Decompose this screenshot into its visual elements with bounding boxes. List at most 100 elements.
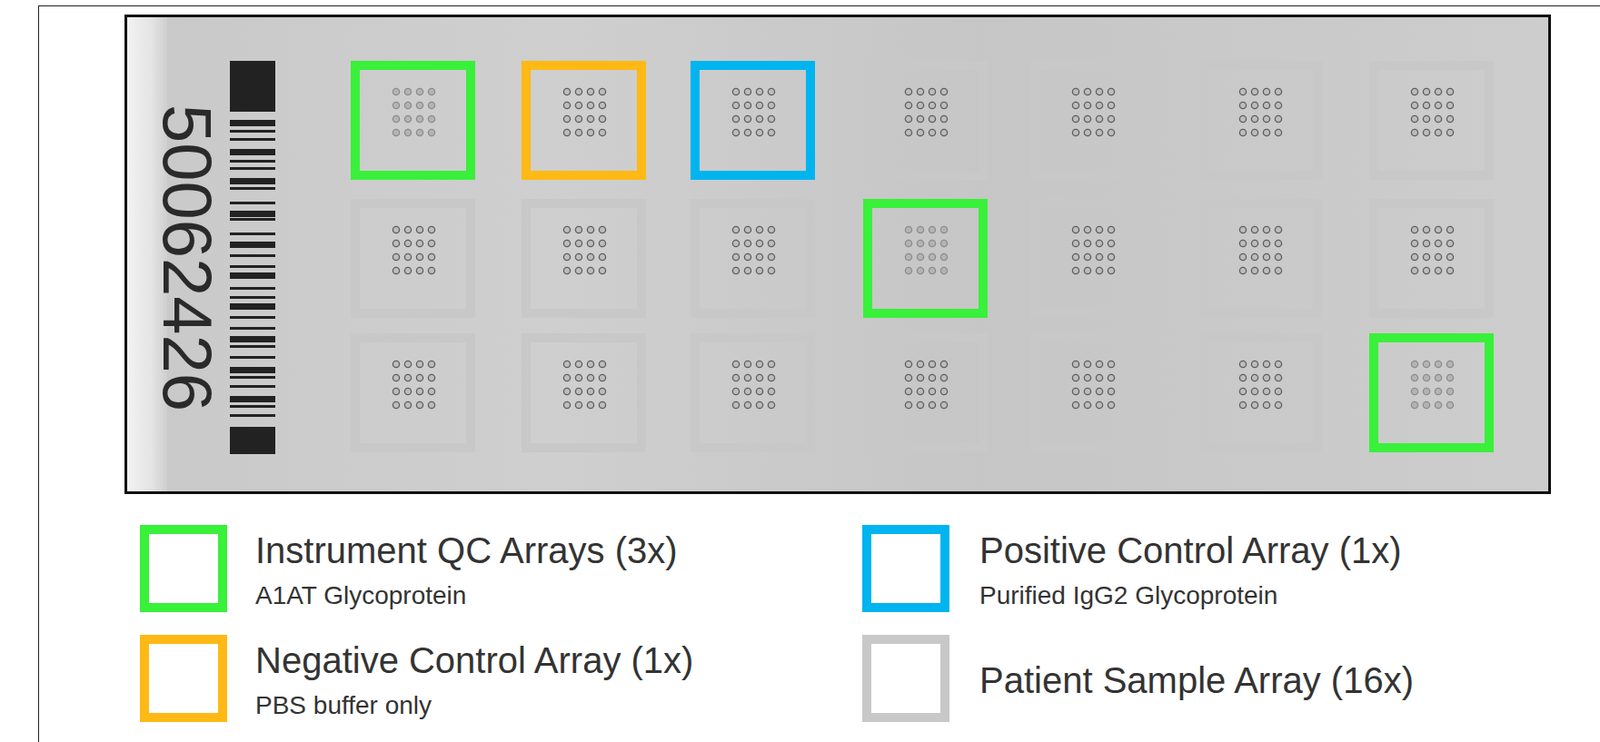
spot — [1107, 226, 1114, 233]
spot — [940, 239, 947, 247]
spot — [1262, 401, 1270, 408]
spot — [575, 374, 582, 381]
array-box — [867, 337, 984, 448]
spot — [416, 401, 423, 408]
spot — [916, 267, 924, 274]
spot — [732, 101, 739, 109]
legend-subtext: A1AT Glycoprotein — [255, 581, 467, 611]
barcode-bar — [229, 254, 276, 258]
spot — [586, 401, 594, 408]
spot — [1251, 253, 1258, 260]
spot — [416, 239, 423, 247]
spot — [904, 401, 912, 408]
spot — [1239, 239, 1246, 247]
spot — [1274, 401, 1282, 408]
spot — [1274, 374, 1282, 381]
spot — [1083, 226, 1091, 233]
spot — [1251, 360, 1258, 368]
spot — [1083, 374, 1091, 381]
spot — [392, 374, 399, 381]
spot — [586, 101, 594, 109]
spot — [755, 253, 763, 260]
spot — [1422, 115, 1430, 122]
spot — [392, 101, 399, 109]
spot — [598, 374, 606, 381]
spot — [598, 115, 606, 122]
array-box — [1373, 203, 1490, 314]
spot — [1251, 387, 1258, 395]
legend-swatch — [862, 635, 950, 723]
spot — [1251, 129, 1258, 136]
spot — [427, 226, 435, 233]
barcode-bar — [229, 376, 276, 379]
spot — [1239, 374, 1246, 381]
barcode-bar — [229, 414, 276, 418]
spot — [1072, 401, 1079, 408]
spot — [404, 115, 411, 122]
spot — [755, 226, 763, 233]
spot — [916, 387, 924, 395]
spot — [1434, 129, 1441, 136]
spot — [940, 226, 947, 233]
spot — [940, 387, 947, 395]
spot — [1274, 101, 1282, 109]
spot — [1107, 101, 1114, 109]
barcode-number-holder: 50062426 — [152, 104, 222, 412]
spot — [1262, 253, 1270, 260]
spot — [1095, 401, 1103, 408]
spot — [1251, 267, 1258, 274]
spot — [1262, 129, 1270, 136]
spot — [1107, 129, 1114, 136]
barcode-bar — [229, 201, 276, 205]
spot — [1072, 253, 1079, 260]
spot — [416, 101, 423, 109]
spot — [563, 115, 570, 122]
spot — [755, 387, 763, 395]
spot — [392, 239, 399, 247]
spot — [732, 253, 739, 260]
spot — [575, 401, 582, 408]
spot — [404, 401, 411, 408]
spot — [732, 129, 739, 136]
spot — [404, 360, 411, 368]
spot — [1107, 387, 1114, 395]
spot — [416, 129, 423, 136]
spot — [1239, 253, 1246, 260]
spot — [1434, 267, 1441, 274]
spot — [1083, 88, 1091, 95]
spot — [1072, 88, 1079, 95]
spot — [1434, 239, 1441, 247]
spot — [427, 267, 435, 274]
spot — [1072, 387, 1079, 395]
spot — [1239, 360, 1246, 368]
spot — [904, 267, 912, 274]
spot — [1422, 360, 1430, 368]
spot — [1095, 115, 1103, 122]
spot — [586, 267, 594, 274]
spot — [392, 115, 399, 122]
array-box — [1202, 337, 1318, 448]
array-box — [355, 337, 471, 448]
spot — [755, 129, 763, 136]
spot — [598, 88, 606, 95]
legend-text-holder: Negative Control Array (1x) — [255, 639, 694, 682]
spot — [575, 239, 582, 247]
spot — [1083, 115, 1091, 122]
spot — [744, 401, 751, 408]
spot — [575, 360, 582, 368]
spot — [1422, 226, 1430, 233]
spot — [1411, 401, 1418, 408]
spot — [1083, 267, 1091, 274]
spot — [767, 401, 775, 408]
barcode-bar — [229, 385, 276, 388]
spot — [586, 129, 594, 136]
array-box — [1034, 203, 1151, 314]
spot — [767, 101, 775, 109]
barcode-bar — [229, 232, 276, 236]
spot — [1262, 360, 1270, 368]
spot — [404, 239, 411, 247]
spot — [744, 129, 751, 136]
array-box — [1373, 65, 1490, 176]
spot — [732, 401, 739, 408]
spot — [1446, 226, 1453, 233]
